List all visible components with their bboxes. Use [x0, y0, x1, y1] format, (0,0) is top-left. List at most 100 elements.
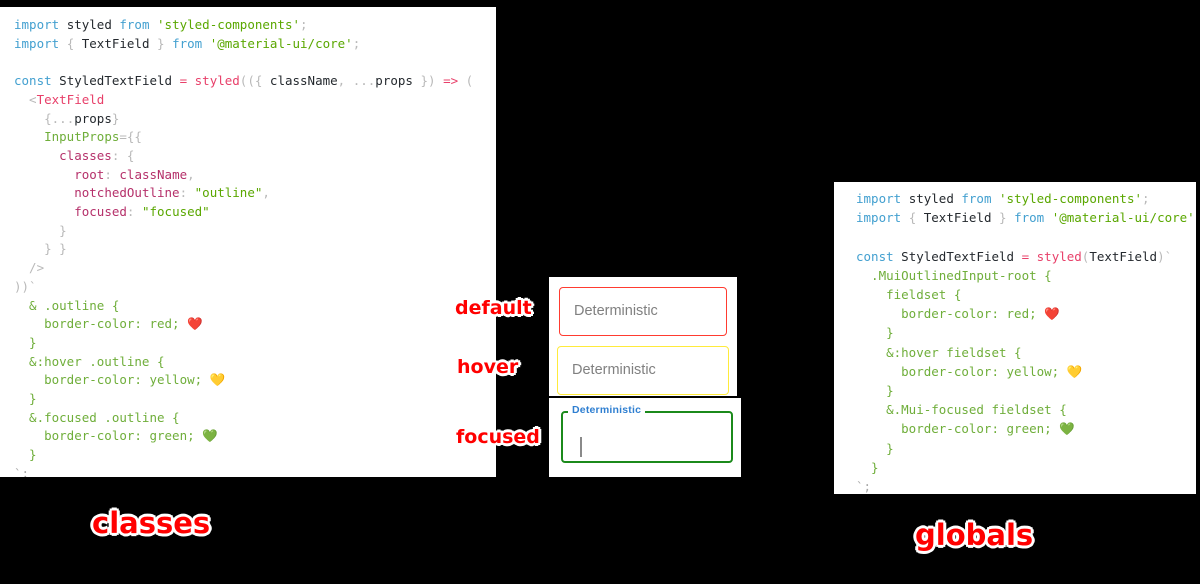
code-token	[901, 191, 909, 206]
code-token: 'styled-components'	[157, 17, 301, 32]
code-token: }	[14, 334, 37, 350]
code-token: }	[856, 325, 894, 341]
code-token: from	[961, 191, 992, 206]
globals-code-line-11: }	[856, 381, 1196, 400]
code-token: />	[14, 260, 45, 276]
code-token: TextField	[916, 210, 1000, 226]
textfield-hover[interactable]: Deterministic	[557, 346, 729, 395]
code-panel-globals: import styled from 'styled-components';i…	[834, 182, 1196, 494]
code-token: )`	[1157, 248, 1173, 264]
code-token: }	[999, 210, 1007, 226]
code-token: }	[856, 459, 879, 475]
code-token	[901, 210, 909, 225]
code-token: =>	[443, 73, 459, 89]
textfield-default[interactable]: Deterministic	[559, 287, 727, 336]
code-token: 💚	[1059, 421, 1075, 437]
code-token: `;	[14, 465, 30, 477]
globals-code-line-16: `;	[856, 477, 1196, 494]
code-token: :	[179, 185, 195, 201]
code-token: props	[375, 73, 413, 89]
code-token: .MuiOutlinedInput-root {	[856, 267, 1052, 283]
classes-code-line-19: &:hover .outline {	[14, 353, 496, 372]
classes-code-line-1: import styled from 'styled-components';	[14, 16, 496, 35]
code-token: : {	[111, 147, 135, 163]
code-token: className	[269, 73, 338, 89]
textfield-default-label: Deterministic	[574, 303, 658, 319]
classes-code-line-21: }	[14, 390, 496, 409]
code-token: }	[856, 440, 894, 456]
globals-code-line-10: border-color: yellow; 💛	[856, 362, 1196, 381]
code-token: styled	[194, 73, 240, 89]
code-block-classes[interactable]: import styled from 'styled-components';i…	[0, 7, 496, 477]
globals-code-line-6: fieldset {	[856, 285, 1196, 304]
code-token: 💚	[202, 428, 218, 444]
code-token	[149, 17, 157, 32]
code-token: }	[157, 35, 165, 51]
code-token: ...	[352, 73, 376, 89]
code-block-globals[interactable]: import styled from 'styled-components';i…	[834, 182, 1196, 494]
code-token	[14, 148, 59, 163]
code-token: &:hover fieldset {	[856, 344, 1022, 360]
code-token	[1044, 210, 1052, 225]
text-caret	[580, 437, 582, 457]
code-token: }	[14, 447, 37, 463]
classes-code-line-8: classes: {	[14, 147, 496, 166]
code-token: root	[74, 166, 105, 182]
demo-panel-lower: Deterministic	[549, 398, 741, 477]
globals-code-line-15: }	[856, 458, 1196, 477]
classes-code-line-7: InputProps={{	[14, 128, 496, 147]
code-token: <	[14, 91, 37, 107]
code-token: }	[111, 110, 120, 126]
code-token: from	[119, 17, 150, 32]
code-token: &.focused .outline {	[14, 409, 180, 425]
code-token: '@material-ui/core'	[1051, 210, 1195, 226]
globals-code-line-1: import styled from 'styled-components';	[856, 189, 1196, 208]
code-token: ))`	[14, 278, 37, 294]
code-token: {	[66, 35, 75, 51]
code-token: 💛	[1066, 363, 1083, 379]
code-panel-classes: import styled from 'styled-components';i…	[0, 7, 496, 477]
classes-code-line-2: import { TextField } from '@material-ui/…	[14, 35, 496, 54]
callout-focused: focused	[456, 426, 540, 448]
code-token: StyledTextField	[893, 248, 1022, 264]
classes-code-line-6: {...props}	[14, 110, 496, 129]
code-token: InputProps	[44, 129, 120, 145]
classes-code-line-14: />	[14, 259, 496, 278]
code-token: border-color: green;	[856, 421, 1060, 437]
code-token	[59, 36, 67, 51]
code-token: className	[119, 166, 188, 182]
classes-code-line-18: }	[14, 334, 496, 353]
code-token	[14, 185, 74, 200]
code-token: }	[14, 391, 37, 407]
code-token: ;	[352, 35, 361, 51]
code-token: const	[14, 73, 52, 89]
classes-code-line-5: <TextField	[14, 91, 496, 110]
code-token: ❤️	[187, 316, 203, 332]
classes-code-line-16: & .outline {	[14, 297, 496, 316]
classes-code-line-9: root: className,	[14, 166, 496, 185]
classes-code-line-12: }	[14, 222, 496, 241]
textfield-focused[interactable]	[561, 411, 733, 463]
code-token: ;	[300, 17, 308, 32]
code-token: styled	[1036, 248, 1082, 264]
code-token: `;	[856, 479, 872, 494]
callout-hover: hover	[457, 356, 519, 378]
code-token: "focused"	[141, 204, 210, 220]
globals-code-line-4: const StyledTextField = styled(TextField…	[856, 247, 1196, 266]
classes-code-line-10: notchedOutline: "outline",	[14, 184, 496, 203]
code-token: ={{	[119, 129, 142, 145]
code-token: styled	[908, 191, 954, 206]
code-token	[14, 129, 44, 144]
code-token: fieldset {	[856, 287, 962, 303]
code-token: import	[856, 191, 902, 206]
globals-code-line-5: .MuiOutlinedInput-root {	[856, 266, 1196, 285]
code-token	[202, 36, 210, 51]
globals-code-line-14: }	[856, 439, 1196, 458]
code-token	[14, 167, 74, 182]
classes-code-line-24: }	[14, 446, 496, 465]
globals-code-line-7: border-color: red; ❤️	[856, 304, 1196, 323]
code-token: border-color: yellow;	[14, 372, 210, 388]
code-token: StyledTextField	[51, 73, 180, 89]
textfield-focused-label: Deterministic	[568, 404, 646, 416]
textfield-hover-label: Deterministic	[572, 362, 656, 378]
